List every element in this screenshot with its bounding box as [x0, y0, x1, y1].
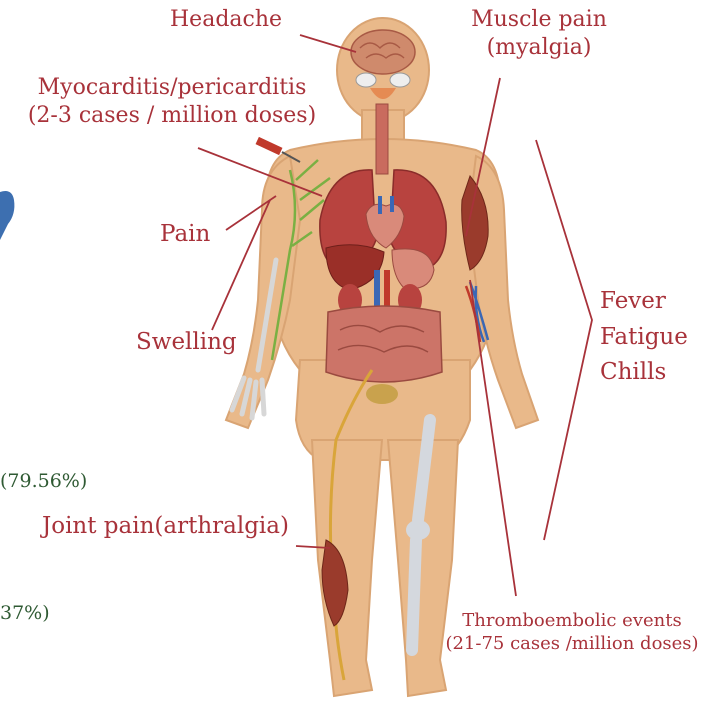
trachea [376, 104, 388, 174]
label-fever: Fever [600, 284, 688, 320]
label-thrombo: Thromboembolic events (21-75 cases /mill… [424, 610, 720, 655]
blue-heart-icon [0, 191, 14, 240]
side-percent-1: (79.56%) [0, 470, 87, 492]
label-muscle-pain-line1: Muscle pain [454, 6, 624, 34]
label-swelling: Swelling [136, 328, 237, 357]
label-myocarditis-rate: (2-3 cases / million doses) [8, 102, 336, 130]
label-pain: Pain [160, 220, 210, 249]
brain [351, 30, 415, 74]
intestines [326, 306, 442, 382]
label-headache: Headache [170, 6, 282, 34]
label-joint-pain: Joint pain(arthralgia) [42, 512, 289, 541]
label-myalgia: (myalgia) [454, 34, 624, 62]
label-systemic: Fever Fatigue Chills [600, 284, 688, 391]
bladder [366, 384, 398, 404]
label-myocarditis-line1: Myocarditis/pericarditis [8, 74, 336, 102]
label-fatigue: Fatigue [600, 320, 688, 356]
label-myocarditis: Myocarditis/pericarditis (2-3 cases / mi… [8, 74, 336, 129]
side-percent-2: 37%) [0, 602, 50, 624]
label-thrombo-rate: (21-75 cases /million doses) [424, 633, 720, 656]
label-thrombo-line1: Thromboembolic events [424, 610, 720, 633]
label-chills: Chills [600, 355, 688, 391]
label-muscle-pain: Muscle pain (myalgia) [454, 6, 624, 61]
